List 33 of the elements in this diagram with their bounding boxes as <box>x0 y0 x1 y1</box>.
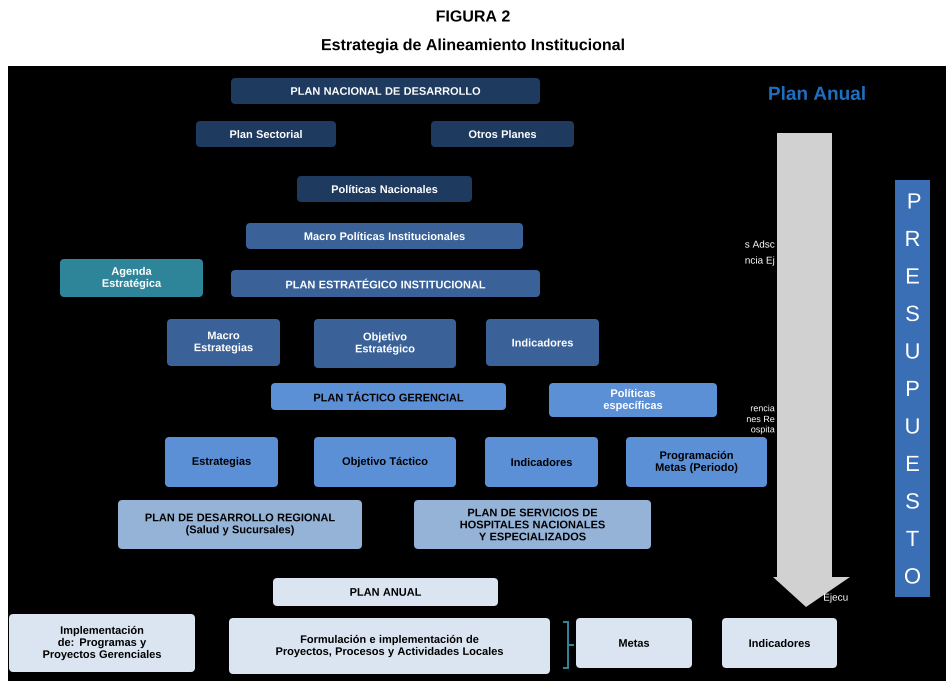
objective-box: Objetivo Táctico <box>314 437 456 487</box>
partial-text: Ejecu <box>824 593 848 603</box>
indicator-box: Indicadores <box>485 437 598 487</box>
strategy-box: Macro Estrategias <box>167 319 280 366</box>
implementation-box: Implementación de: Programas y Proyectos Gerenciales <box>9 614 195 672</box>
goals-box: Metas <box>576 618 692 668</box>
plan-box: PLAN TÁCTICO GERENCIAL <box>271 383 506 410</box>
policy-box: Macro Políticas Institucionales <box>246 223 523 249</box>
plan-box: PLAN ESTRATÉGICO INSTITUCIONAL <box>231 270 540 297</box>
formulation-box: Formulación e implementación de Proyectos, Procesos y Actividades Locales <box>229 618 550 674</box>
partial-text: nes Re <box>746 416 774 422</box>
policy-box: Políticas específicas <box>549 383 717 417</box>
partial-text: ncia Ej <box>745 256 774 266</box>
plan-box: PLAN DE SERVICIOS DE HOSPITALES NACIONALES Y ESPECIALIZADOS <box>414 500 651 549</box>
plan-label: Plan Anual <box>769 86 865 100</box>
agenda-box: Agenda Estratégica <box>60 259 203 297</box>
plan-box: PLAN NACIONAL DE DESARROLLO <box>231 78 540 104</box>
plan-box: PLAN ANUAL <box>273 578 498 606</box>
budget-bar: PRESUPUESTO <box>895 180 930 597</box>
policy-box: Políticas Nacionales <box>297 176 472 202</box>
figure-title: Estrategia de Alineamiento Institucional <box>322 38 624 54</box>
indicator-box: Indicadores <box>722 618 837 668</box>
figure-number: FIGURA 2 <box>436 10 510 22</box>
plan-box: Otros Planes <box>431 121 574 147</box>
plan-box: Plan Sectorial <box>196 121 336 147</box>
objective-box: Objetivo Estratégico <box>314 319 456 368</box>
partial-text: rencia <box>750 404 775 412</box>
programming-box: Programación Metas (Periodo) <box>626 437 767 487</box>
plan-box: PLAN DE DESARROLLO REGIONAL (Salud y Sucursales) <box>118 500 362 549</box>
partial-text: ospita <box>751 426 775 434</box>
indicator-box: Indicadores <box>486 319 599 366</box>
strategy-box: Estrategias <box>165 437 278 487</box>
partial-text: s Adsc <box>745 240 775 248</box>
